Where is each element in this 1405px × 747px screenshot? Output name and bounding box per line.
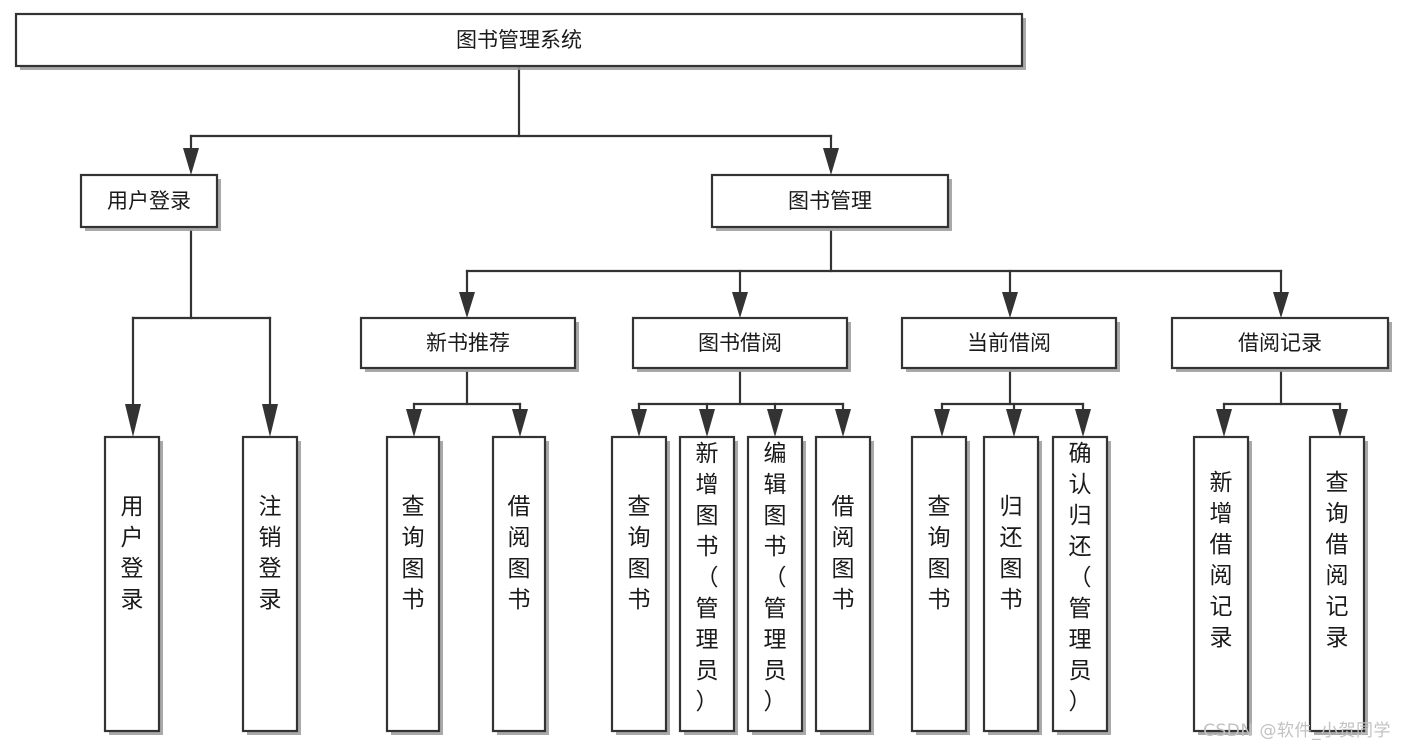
node-user-login-label: 用户登录 — [107, 189, 191, 213]
node-leaf-edit-book-label: 编辑图书（管理员） — [764, 441, 787, 715]
arrow-head-book-borrow — [732, 292, 748, 318]
node-leaf-confirm-return[interactable]: 确认归还（管理员） — [1051, 435, 1111, 735]
arrow-head-book-management — [823, 148, 839, 175]
csdn-watermark: CSDN @软件_小贺同学 — [1203, 721, 1391, 741]
node-leaf-query-book-1[interactable]: 查询图书 — [385, 435, 443, 735]
arrow-head-leaf-borrow-book-1 — [512, 409, 528, 437]
arrow-head-current-borrow — [1002, 292, 1018, 318]
node-leaf-query-book-1-label: 查询图书 — [402, 494, 425, 613]
node-leaf-query-record-label: 查询借阅记录 — [1326, 470, 1349, 651]
node-leaf-confirm-return-label: 确认归还（管理员） — [1069, 441, 1092, 715]
node-leaf-return-book-box — [982, 435, 1040, 733]
node-book-management[interactable]: 图书管理 — [710, 173, 952, 231]
arrow-head-leaf-confirm-return — [1075, 409, 1091, 437]
arrow-head-leaf-query-book-3 — [934, 409, 950, 437]
node-borrow-record-label: 借阅记录 — [1238, 331, 1322, 355]
node-borrow-record-box — [1170, 316, 1390, 370]
arrow-head-borrow-record — [1273, 292, 1289, 318]
node-current-borrow-label: 当前借阅 — [967, 331, 1051, 355]
node-leaf-edit-book[interactable]: 编辑图书（管理员） — [746, 435, 806, 735]
node-leaf-query-book-1-box — [385, 435, 441, 733]
node-leaf-user-login[interactable]: 用户登录 — [103, 435, 163, 735]
node-leaf-user-login-label: 用户登录 — [121, 494, 144, 613]
node-leaf-query-book-3[interactable]: 查询图书 — [910, 435, 970, 735]
arrow-head-user-login — [183, 148, 199, 175]
node-leaf-add-book-box — [678, 435, 736, 733]
node-leaf-edit-book-box — [746, 435, 804, 733]
node-leaf-borrow-book-1-label: 借阅图书 — [508, 494, 531, 613]
arrow-head-leaf-user-login — [125, 404, 141, 437]
node-leaf-query-book-3-label: 查询图书 — [928, 494, 951, 613]
node-leaf-borrow-book-2-label: 借阅图书 — [832, 494, 855, 613]
node-leaf-logout-login-label: 注销登录 — [259, 494, 282, 613]
node-leaf-logout-login[interactable]: 注销登录 — [241, 435, 301, 735]
node-root-box — [14, 12, 1024, 68]
arrow-head-leaf-return-book — [1006, 409, 1022, 437]
node-leaf-user-login-box — [103, 435, 161, 733]
node-leaf-return-book-label: 归还图书 — [1000, 494, 1023, 613]
node-leaf-add-record-label: 新增借阅记录 — [1210, 470, 1233, 651]
node-leaf-borrow-book-1-box — [491, 435, 547, 733]
node-leaf-add-book-label: 新增图书（管理员） — [696, 441, 719, 715]
arrow-head-leaf-add-book — [699, 409, 715, 437]
arrow-head-leaf-query-record — [1332, 409, 1348, 437]
node-leaf-query-book-2-label: 查询图书 — [628, 494, 651, 613]
node-user-login-box — [79, 173, 219, 229]
arrow-head-leaf-query-book-2 — [631, 409, 647, 437]
node-book-management-label: 图书管理 — [788, 189, 872, 213]
node-book-borrow-box — [631, 316, 849, 370]
node-leaf-borrow-book-2-box — [814, 435, 872, 733]
node-leaf-logout-login-box — [241, 435, 299, 733]
node-leaf-query-book-2[interactable]: 查询图书 — [610, 435, 670, 735]
node-current-borrow-box — [900, 316, 1118, 370]
arrow-head-leaf-add-record — [1216, 409, 1232, 437]
node-new-book-recommend-box — [359, 316, 577, 370]
arrow-head-leaf-edit-book — [767, 409, 783, 437]
node-new-book-recommend-label: 新书推荐 — [426, 331, 510, 355]
node-book-borrow[interactable]: 图书借阅 — [631, 316, 851, 372]
node-book-management-box — [710, 173, 950, 229]
node-borrow-record[interactable]: 借阅记录 — [1170, 316, 1392, 372]
arrow-head-leaf-borrow-book-2 — [835, 409, 851, 437]
connectors-layer — [125, 65, 1348, 437]
node-leaf-return-book[interactable]: 归还图书 — [982, 435, 1042, 735]
node-leaf-query-book-3-box — [910, 435, 968, 733]
node-root[interactable]: 图书管理系统 — [14, 12, 1026, 70]
node-leaf-add-book[interactable]: 新增图书（管理员） — [678, 435, 738, 735]
node-book-borrow-label: 图书借阅 — [698, 331, 782, 355]
node-user-login[interactable]: 用户登录 — [79, 173, 221, 231]
node-leaf-query-book-2-box — [610, 435, 668, 733]
node-root-label: 图书管理系统 — [456, 28, 582, 52]
node-leaf-query-record-box — [1308, 435, 1366, 733]
arrow-head-leaf-query-book-1 — [406, 409, 422, 437]
arrow-head-leaf-logout-login — [262, 404, 278, 437]
arrow-head-new-book-recommend — [459, 292, 475, 318]
node-leaf-add-record[interactable]: 新增借阅记录 — [1192, 435, 1252, 735]
node-new-book-recommend[interactable]: 新书推荐 — [359, 316, 579, 372]
node-leaf-borrow-book-1[interactable]: 借阅图书 — [491, 435, 549, 735]
node-leaf-query-record[interactable]: 查询借阅记录 — [1308, 435, 1368, 735]
node-leaf-add-record-box — [1192, 435, 1250, 733]
node-leaf-borrow-book-2[interactable]: 借阅图书 — [814, 435, 874, 735]
node-current-borrow[interactable]: 当前借阅 — [900, 316, 1120, 372]
node-leaf-confirm-return-box — [1051, 435, 1109, 733]
